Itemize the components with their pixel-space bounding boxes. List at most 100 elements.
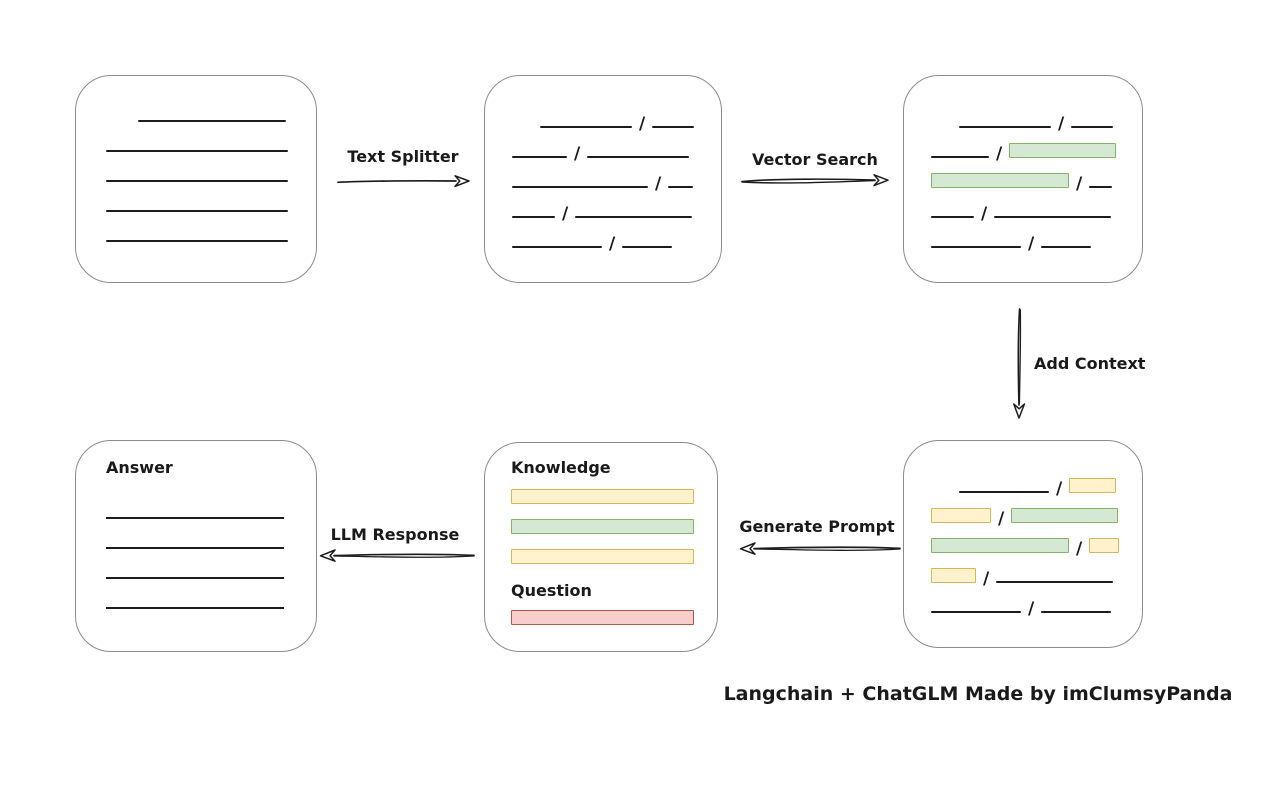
add-context-arrow-icon — [1013, 308, 1026, 419]
text-line — [106, 226, 288, 242]
text-line: / — [512, 232, 701, 253]
slash-separator: / — [1028, 234, 1035, 254]
text-stroke — [512, 246, 602, 248]
green-bar — [511, 519, 694, 534]
text-stroke — [106, 210, 288, 212]
slash-separator: / — [996, 144, 1003, 164]
slash-separator: / — [981, 204, 988, 224]
text-stroke — [931, 611, 1021, 613]
text-stroke — [1089, 186, 1113, 188]
text-stroke — [106, 517, 284, 519]
text-stroke — [106, 547, 284, 549]
slash-separator: / — [1058, 114, 1065, 134]
text-line — [106, 166, 288, 182]
text-line: / — [931, 142, 1122, 164]
slash-separator: / — [655, 174, 662, 194]
text-stroke — [106, 150, 288, 152]
slash-separator: / — [574, 144, 581, 164]
text-line: / — [540, 112, 701, 133]
yellow-bar — [511, 549, 694, 564]
text-line: / — [931, 232, 1122, 254]
text-stroke — [959, 126, 1051, 128]
red-bar — [511, 610, 694, 625]
caption: Langchain + ChatGLM Made by imClumsyPand… — [723, 683, 1233, 705]
highlighted-chunk-green — [1011, 508, 1119, 523]
highlighted-chunk-green — [1009, 143, 1117, 158]
question-label: Question — [511, 581, 592, 600]
split-text-panel: / / / / / — [484, 75, 722, 283]
slash-separator: / — [983, 569, 990, 589]
add-context-label: Add Context — [1034, 354, 1146, 373]
search-result-lines: / / / / / — [904, 76, 1142, 254]
context-panel: / / / / / — [903, 440, 1143, 648]
text-stroke — [138, 120, 286, 122]
document-lines — [76, 76, 316, 242]
text-stroke — [931, 156, 989, 158]
text-stroke — [652, 126, 695, 128]
yellow-bar — [511, 489, 694, 504]
llm-response-label: LLM Response — [330, 525, 460, 544]
text-stroke — [575, 216, 693, 218]
text-stroke — [106, 577, 284, 579]
text-line: / — [931, 597, 1122, 619]
text-line: / — [959, 477, 1122, 499]
text-stroke — [512, 216, 555, 218]
answer-lines — [106, 517, 316, 609]
knowledge-label: Knowledge — [511, 458, 611, 477]
text-stroke — [668, 186, 694, 188]
text-stroke — [587, 156, 690, 158]
slash-separator: / — [998, 509, 1005, 529]
split-text-lines: / / / / / — [485, 76, 721, 253]
text-line: / — [931, 567, 1122, 589]
text-line: / — [512, 142, 701, 164]
text-stroke — [106, 607, 284, 609]
text-line — [106, 196, 288, 212]
text-stroke — [512, 156, 567, 158]
text-line — [106, 136, 288, 152]
question-bars — [511, 610, 717, 625]
text-stroke — [931, 246, 1021, 248]
slash-separator: / — [1076, 539, 1083, 559]
source-document-panel — [75, 75, 317, 283]
slash-separator: / — [1028, 599, 1035, 619]
answer-label: Answer — [106, 458, 173, 477]
answer-panel: Answer — [75, 440, 317, 652]
prompt-panel: Knowledge Question — [484, 442, 718, 652]
slash-separator: / — [1076, 174, 1083, 194]
text-line: / — [931, 537, 1122, 559]
text-splitter-arrow-icon — [337, 175, 470, 188]
text-stroke — [931, 216, 974, 218]
highlighted-chunk-yellow — [931, 568, 976, 583]
highlighted-chunk-yellow — [1089, 538, 1120, 553]
text-stroke — [106, 240, 288, 242]
text-stroke — [996, 581, 1114, 583]
text-line — [138, 106, 288, 122]
text-line: / — [512, 172, 701, 194]
knowledge-bars — [511, 489, 717, 564]
vector-search-arrow-icon — [741, 174, 889, 187]
text-line: / — [931, 172, 1122, 194]
llm-response-arrow-icon — [319, 549, 475, 562]
slash-separator: / — [1056, 479, 1063, 499]
text-stroke — [1041, 611, 1112, 613]
text-stroke — [512, 186, 648, 188]
vector-search-result-panel: / / / / / — [903, 75, 1143, 283]
text-stroke — [1071, 126, 1114, 128]
generate-prompt-arrow-icon — [739, 542, 901, 555]
text-stroke — [540, 126, 632, 128]
text-stroke — [622, 246, 673, 248]
text-stroke — [1041, 246, 1092, 248]
generate-prompt-label: Generate Prompt — [739, 517, 895, 536]
text-stroke — [994, 216, 1112, 218]
text-stroke — [106, 180, 288, 182]
text-splitter-label: Text Splitter — [347, 147, 459, 166]
text-stroke — [959, 491, 1049, 493]
slash-separator: / — [562, 204, 569, 224]
context-lines: / / / / / — [904, 441, 1142, 619]
text-line: / — [512, 202, 701, 224]
text-line: / — [931, 202, 1122, 224]
text-line: / — [931, 507, 1122, 529]
highlighted-chunk-green — [931, 173, 1069, 188]
vector-search-label: Vector Search — [752, 150, 878, 169]
